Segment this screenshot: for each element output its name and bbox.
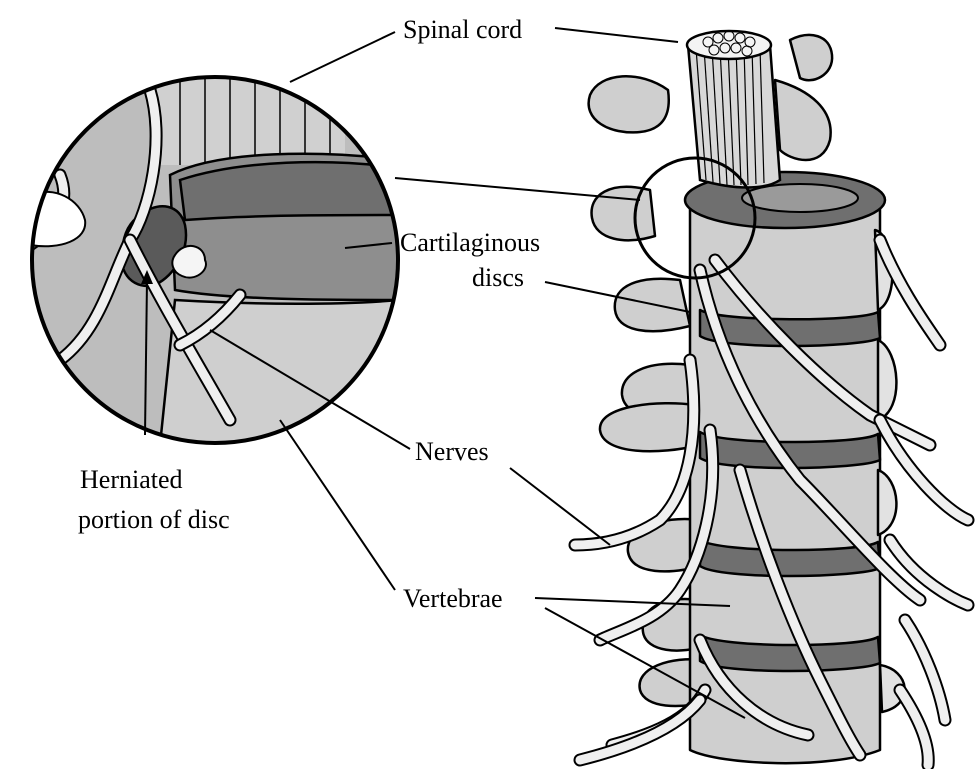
spinous-process (790, 35, 832, 80)
spinal-column (575, 31, 968, 765)
label-cartilaginous: Cartilaginous (400, 228, 540, 257)
label-discs: discs (472, 263, 524, 292)
label-herniated: Herniated (80, 465, 183, 494)
zoom-connector-line (395, 178, 640, 200)
label-spinal-cord: Spinal cord (403, 15, 522, 44)
spinal-cord (687, 31, 780, 188)
magnified-view (30, 75, 640, 445)
label-nerves: Nerves (415, 437, 489, 466)
label-vertebrae: Vertebrae (403, 584, 503, 613)
label-portion-of-disc: portion of disc (78, 505, 230, 534)
